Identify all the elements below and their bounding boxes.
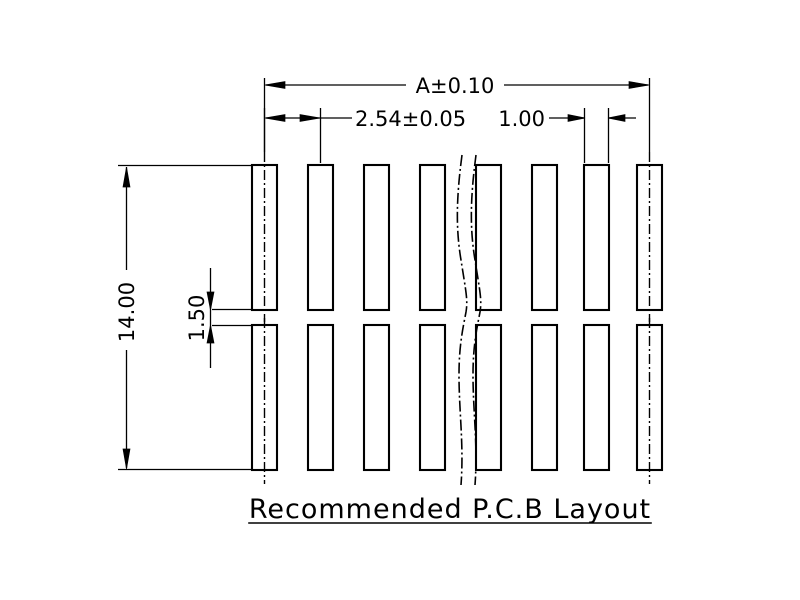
pad-bottom-3 [362, 323, 391, 472]
arrowhead-padw-right [607, 114, 626, 122]
pad-top-4 [418, 163, 447, 312]
dimension-row-gap: 1.50 [185, 268, 252, 368]
arrowhead-pitch-right [299, 114, 321, 122]
dim-label-pad-width: 1.00 [498, 107, 545, 131]
centerlines [263, 152, 651, 484]
dim-label-overall-height: 14.00 [115, 282, 139, 342]
pad-bottom-7 [582, 323, 611, 472]
break-line-right [470, 154, 482, 486]
arrowhead-pitch-left [264, 114, 286, 122]
arrowhead-padw-left [567, 114, 586, 122]
pad-bottom-5 [474, 323, 503, 472]
pad-row-bottom [250, 323, 664, 472]
arrowhead-a-left [264, 81, 286, 89]
pad-top-3 [362, 163, 391, 312]
arrowhead-a-right [628, 81, 650, 89]
pad-row-top [250, 163, 664, 312]
break-lines [456, 154, 482, 486]
arrowhead-h-top [122, 166, 131, 188]
arrowhead-h-bottom [122, 448, 131, 470]
pad-bottom-2 [306, 323, 335, 472]
pad-bottom-4 [418, 323, 447, 472]
dim-label-overall-width: A±0.10 [416, 74, 495, 98]
drawing-title-group: Recommended P.C.B Layout [248, 494, 652, 525]
dimension-pitch: 2.54±0.05 [263, 107, 466, 163]
pad-bottom-6 [530, 323, 559, 472]
dim-label-row-gap: 1.50 [185, 295, 209, 342]
dimension-overall-height: 14.00 [115, 164, 252, 471]
drawing-title: Recommended P.C.B Layout [249, 494, 651, 525]
dimension-pad-width: 1.00 [498, 107, 636, 163]
dim-label-pitch: 2.54±0.05 [355, 107, 466, 131]
pad-top-7 [582, 163, 611, 312]
pad-top-6 [530, 163, 559, 312]
arrowhead-gap-top [206, 291, 215, 311]
arrowhead-gap-bottom [206, 324, 215, 344]
break-line-left [456, 154, 468, 486]
pad-top-5 [474, 163, 503, 312]
pad-top-2 [306, 163, 335, 312]
